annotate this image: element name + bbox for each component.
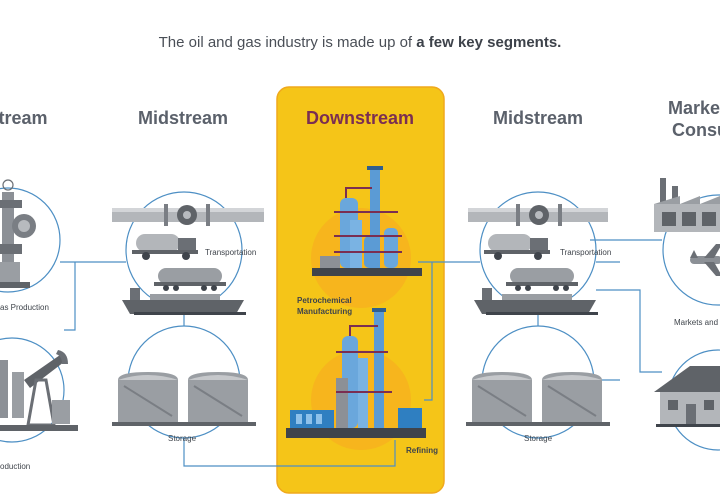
tanker-ship-icon	[122, 288, 246, 315]
factory-icon	[654, 178, 720, 232]
heading-markets-line2: Consu	[672, 120, 720, 140]
heading-markets-line1: Market	[668, 98, 720, 118]
label-markets: Markets and	[674, 318, 719, 327]
label-transportation-right: Transportation	[560, 248, 612, 257]
intro-emphasis: a few key segments.	[416, 34, 562, 51]
tanker-truck-icon	[132, 234, 198, 260]
label-manufacturing: Manufacturing	[297, 307, 353, 316]
label-oil-production: oduction	[0, 462, 31, 471]
heading-upstream: tream	[0, 108, 48, 128]
tanker-ship-icon-right	[474, 288, 598, 315]
label-transportation-left: Transportation	[205, 248, 257, 257]
rail-tank-car-icon-right	[506, 268, 578, 291]
heading-midstream-left: Midstream	[137, 108, 229, 128]
label-storage-left: Storage	[168, 434, 197, 443]
label-petrochemical: Petrochemical	[297, 296, 352, 305]
wellhead-icon	[0, 179, 36, 288]
tanker-truck-icon-right	[484, 234, 550, 260]
storage-tanks-icon	[112, 372, 256, 426]
pipeline-icon-right	[468, 204, 608, 226]
storage-tanks-icon-right	[466, 372, 610, 426]
house-icon	[654, 366, 720, 427]
rail-tank-car-icon	[154, 268, 226, 291]
pipeline-icon	[112, 204, 264, 226]
label-gas-production: as Production	[0, 303, 49, 312]
label-storage-right: Storage	[524, 434, 553, 443]
refinery-icon	[286, 308, 426, 438]
heading-midstream-right: Midstream	[492, 108, 584, 128]
airplane-icon	[690, 244, 720, 276]
petrochemical-plant-icon	[312, 166, 422, 276]
intro-plain: The oil and gas industry is made up of	[158, 34, 417, 51]
heading-downstream: Downstream	[305, 108, 415, 128]
pumpjack-icon	[0, 350, 78, 431]
intro-text: The oil and gas industry is made up of a…	[0, 34, 720, 51]
label-refining: Refining	[406, 446, 438, 455]
